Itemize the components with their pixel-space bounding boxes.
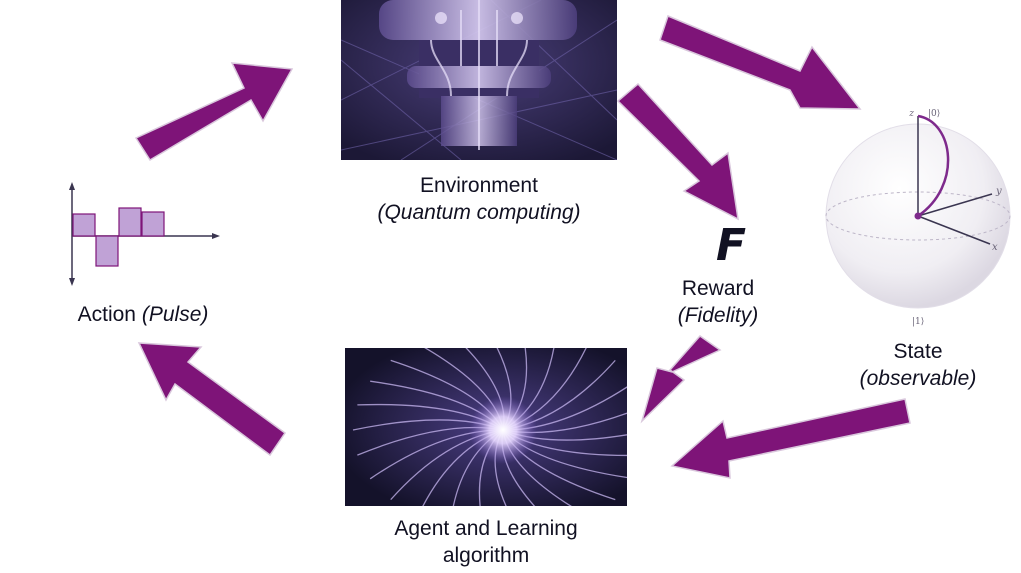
bloch-sphere-image: z |0⟩ |1⟩ x y [825, 109, 1011, 327]
y-axis [917, 193, 993, 217]
arrow-environment-to-state [659, 14, 862, 110]
agent-title-line2: algorithm [442, 544, 530, 567]
action-image [60, 182, 222, 286]
fidelity-symbol: F [716, 220, 747, 271]
action-label: Action (Pulse) [40, 301, 246, 328]
state-image: z |0⟩ |1⟩ x y [822, 102, 1016, 330]
state-trajectory [917, 114, 950, 218]
pulse-x-arrowhead [212, 233, 220, 239]
x-axis-label: x [992, 242, 998, 253]
pulse-bar-2 [95, 235, 119, 267]
reward-title: Reward [681, 277, 755, 300]
pulse-y-arrowhead-top [69, 182, 75, 190]
pulse-bar-1 [72, 213, 96, 237]
agent-title-line1: Agent and Learning [394, 517, 578, 540]
action-title: Action [77, 303, 136, 326]
z-axis-label: z [908, 109, 914, 119]
state-title: State [893, 340, 943, 363]
arrow-state-to-agent [670, 398, 911, 479]
ket1-label: |1⟩ [912, 317, 924, 327]
pulse-bar-4 [141, 211, 165, 237]
arrow-agent-to-action [137, 342, 287, 457]
arrow-reward-to-agent [640, 335, 722, 424]
light-fiber-burst-image [345, 348, 627, 506]
x-axis [917, 215, 991, 245]
ket0-label: |0⟩ [928, 109, 940, 119]
environment-image [341, 0, 617, 160]
agent-image [345, 348, 627, 506]
reward-subtitle: (Fidelity) [677, 304, 759, 327]
pulse-y-arrowhead-bottom [69, 278, 75, 286]
pulse-bar-3 [118, 207, 142, 237]
arrow-action-to-environment [134, 62, 294, 162]
environment-title: Environment [420, 174, 538, 197]
quantum-computer-chandelier-image [341, 0, 617, 160]
action-subtitle: (Pulse) [141, 303, 209, 326]
arrow-environment-to-reward [616, 82, 739, 221]
pulse-sequence-plot [69, 182, 220, 286]
environment-subtitle: (Quantum computing) [377, 201, 581, 224]
state-subtitle: (observable) [859, 367, 977, 390]
y-axis-label: y [995, 186, 1002, 197]
